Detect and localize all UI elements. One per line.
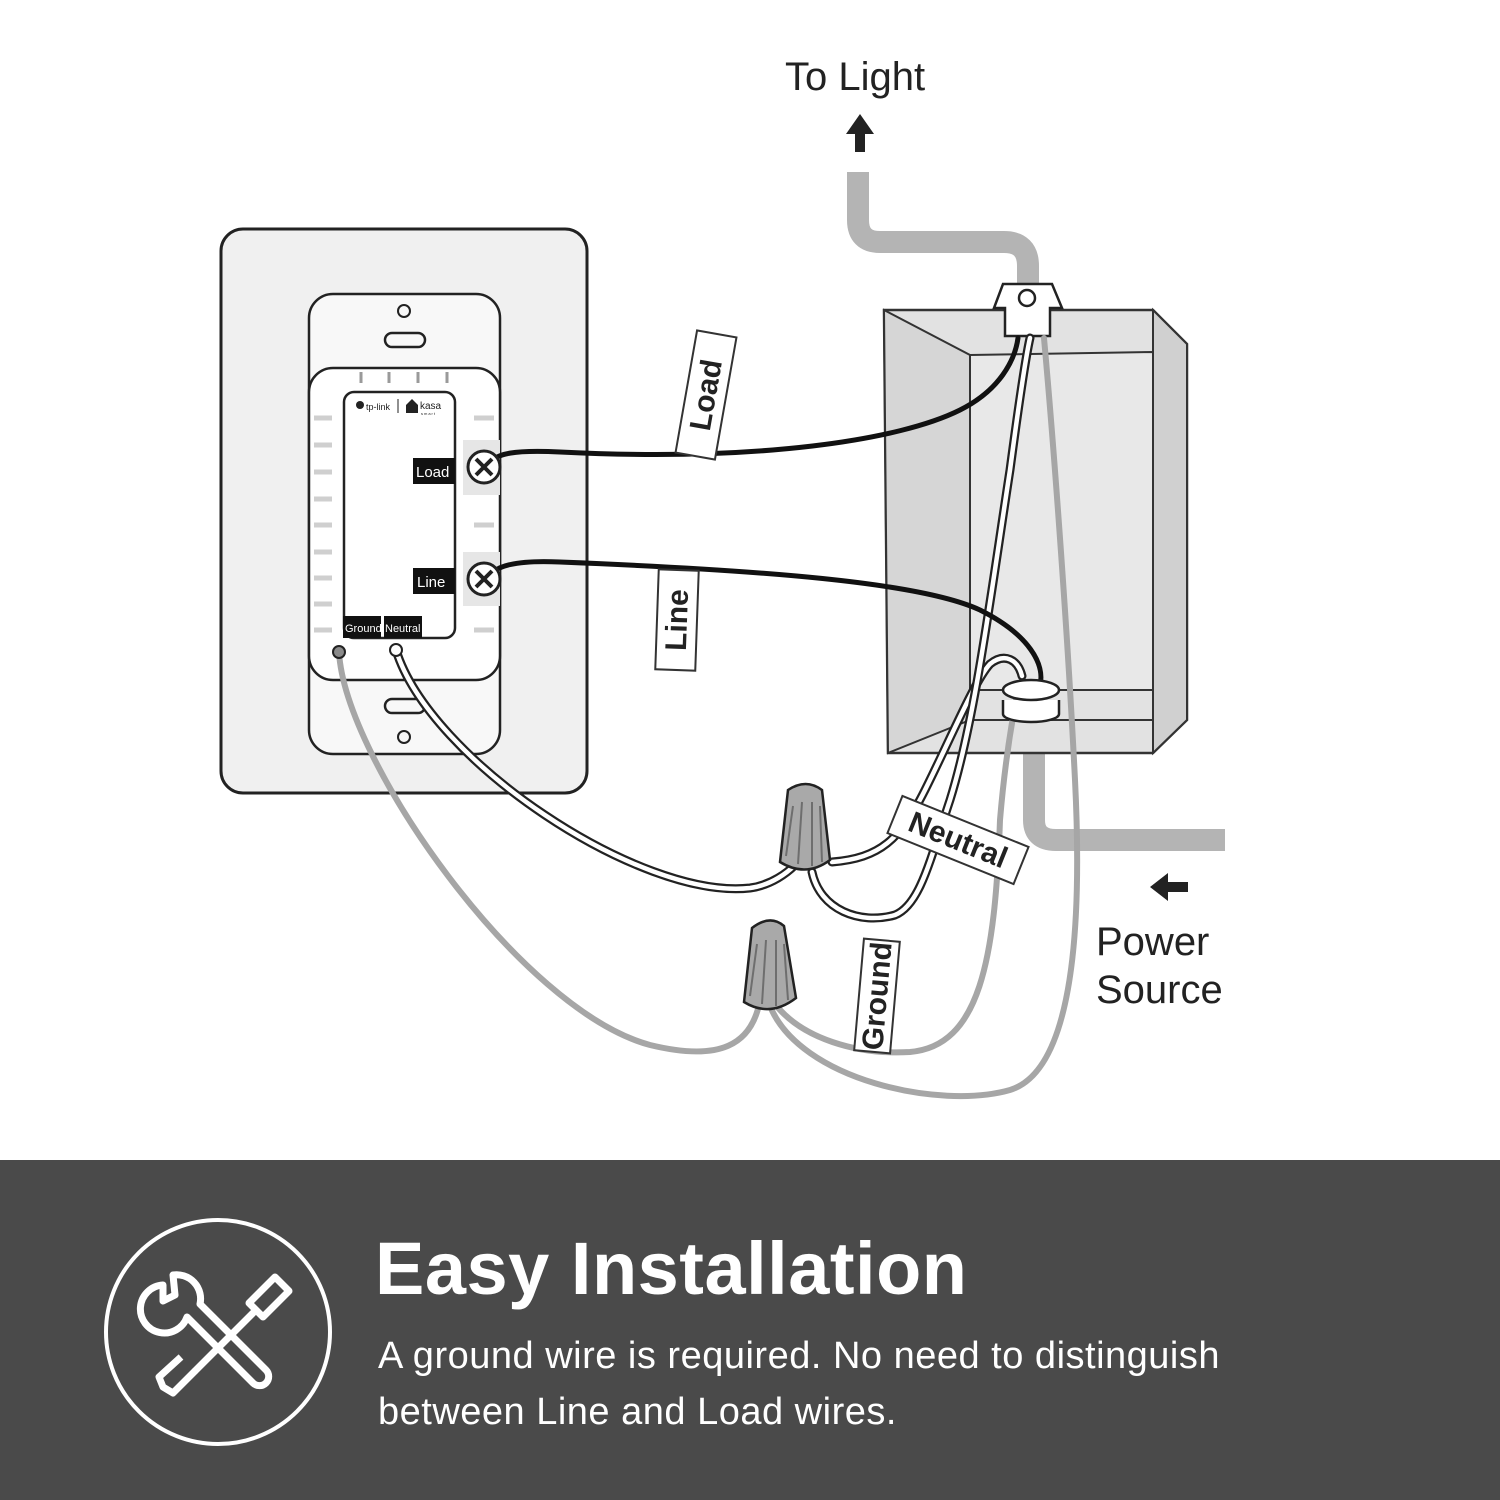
ground-terminal	[332, 645, 346, 659]
neutral-wires	[391, 333, 1035, 923]
conduit-to-light	[847, 172, 1039, 292]
svg-text:Neutral: Neutral	[904, 806, 1012, 875]
terminal-ground-label: Ground	[345, 623, 382, 635]
mounting-screw-hole	[397, 730, 411, 744]
mounting-slot	[383, 331, 427, 349]
banner-description: A ground wire is required. No need to di…	[378, 1335, 1220, 1433]
brand-kasa-sub: smart	[421, 411, 436, 416]
terminal-line-tag	[413, 568, 455, 594]
wire-tag-load: Load	[674, 329, 738, 461]
brand-kasa: kasa	[420, 401, 442, 412]
terminal-screw-icon	[466, 561, 502, 597]
wire-tag-neutral: Neutral	[886, 794, 1030, 886]
terminal-screw-icon	[466, 449, 502, 485]
terminal-neutral-label: Neutral	[385, 623, 420, 635]
terminal-neutral-tag	[384, 616, 422, 638]
mounting-screw-hole	[397, 304, 411, 318]
smart-switch-module: tp-link kasa smart Load Line Ground Neut…	[307, 366, 502, 682]
conduit-power-source	[1023, 745, 1225, 851]
hot-wires	[487, 335, 1044, 688]
up-arrow-icon	[846, 114, 874, 152]
left-arrow-icon	[1150, 873, 1188, 901]
to-light-label: To Light	[785, 55, 925, 99]
terminal-line-label: Line	[417, 574, 445, 591]
banner-title: Easy Installation	[375, 1227, 968, 1310]
cable-clamp-top	[992, 282, 1064, 338]
wire-nut-icon	[778, 782, 832, 871]
wire-tag-ground: Ground	[853, 937, 901, 1055]
terminal-ground-tag	[343, 616, 381, 638]
terminal-load-tag	[413, 458, 455, 484]
wire-nut-icon	[742, 919, 798, 1011]
neutral-terminal	[389, 643, 403, 657]
cable-clamp-bottom	[1001, 678, 1061, 724]
power-source-label: Power	[1096, 920, 1209, 964]
feature-banner: Easy Installation A ground wire is requi…	[0, 1160, 1500, 1500]
ground-wires	[336, 335, 1081, 1099]
brand-tplink: tp-link	[366, 402, 391, 412]
terminal-load-label: Load	[416, 464, 449, 481]
kasa-logo-icon	[406, 399, 418, 413]
power-source-label: Source	[1096, 968, 1223, 1012]
svg-text:Line: Line	[660, 589, 695, 652]
wrench-screwdriver-icon	[104, 1218, 332, 1446]
wiring-diagram: To Light Power Source	[219, 55, 1225, 1099]
wire-tag-line: Line	[654, 568, 700, 672]
